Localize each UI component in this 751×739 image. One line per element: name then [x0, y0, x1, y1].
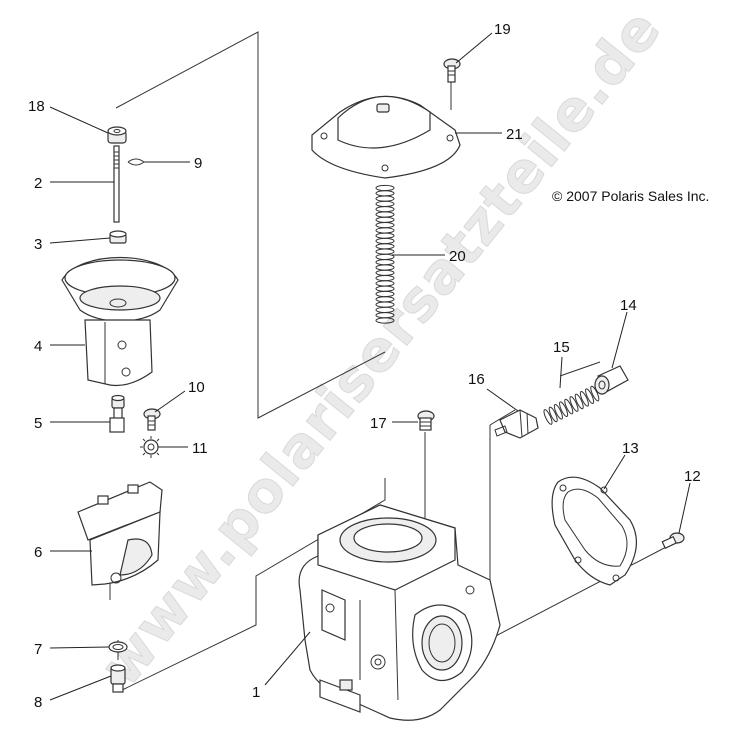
- spring-coil: [543, 409, 553, 425]
- part-6-slide-holder: [77, 481, 163, 586]
- callout-13: 13: [622, 440, 639, 457]
- spring-coil: [375, 222, 395, 229]
- part-14-plug: [594, 365, 629, 395]
- callout-12: 12: [684, 468, 701, 485]
- spring-coil: [375, 253, 395, 260]
- part-1-carburetor-body: [298, 504, 501, 721]
- callout-16: 16: [468, 371, 485, 388]
- assembly-guide-lines: [109, 31, 671, 693]
- spring-coil: [375, 211, 395, 218]
- spring-coil: [569, 396, 579, 412]
- callout-labels: 1 2 3 4 5 6 7 8 9 10 11 12 13 14 15 16 1…: [28, 21, 701, 711]
- callout-18: 18: [28, 98, 45, 115]
- spring-coil: [548, 406, 558, 423]
- spring-coil: [375, 216, 395, 223]
- callout-20: 20: [449, 248, 466, 265]
- spring-coil: [375, 232, 395, 239]
- callout-11: 11: [192, 440, 208, 457]
- part-8-main-jet: [110, 664, 126, 693]
- spring-coil: [564, 398, 574, 415]
- part-10-screw: [143, 408, 161, 431]
- callout-17: 17: [370, 415, 387, 432]
- spring-coil: [585, 388, 595, 405]
- spring-coil: [375, 206, 395, 213]
- callout-2: 2: [34, 175, 42, 192]
- part-20-spring: [375, 184, 395, 324]
- spring-coil: [375, 227, 395, 234]
- part-4-diaphragm-piston: [61, 257, 179, 387]
- callout-7: 7: [34, 641, 42, 658]
- part-13-cover: [551, 476, 637, 586]
- part-2-jet-needle: [113, 145, 120, 223]
- part-16-valve: [494, 409, 539, 439]
- callout-1: 1: [252, 684, 260, 701]
- spring-coil: [375, 243, 395, 250]
- callout-10: 10: [188, 379, 205, 396]
- spring-coil: [375, 317, 395, 324]
- callout-4: 4: [34, 338, 42, 355]
- part-18-nut: [107, 126, 127, 144]
- part-11-lock-washer: [140, 436, 162, 458]
- part-21-top-cover: [311, 95, 461, 179]
- callout-19: 19: [494, 21, 511, 38]
- part-9-clip: [127, 158, 145, 166]
- spring-coil: [579, 390, 589, 407]
- spring-coil: [375, 200, 395, 207]
- part-5-needle-jet: [109, 394, 125, 433]
- part-19-screw: [443, 58, 461, 83]
- callout-5: 5: [34, 415, 42, 432]
- part-15-spring: [543, 385, 600, 425]
- callout-21: 21: [506, 126, 523, 143]
- callout-3: 3: [34, 236, 42, 253]
- spring-coil: [375, 237, 395, 245]
- spring-coil: [590, 385, 600, 402]
- spring-coil: [553, 403, 563, 420]
- callout-6: 6: [34, 544, 42, 561]
- spring-coil: [559, 401, 569, 418]
- callout-leader-lines: [49, 32, 691, 701]
- part-3-spacer: [109, 230, 127, 244]
- spring-coil: [375, 259, 395, 266]
- callout-9: 9: [194, 155, 202, 172]
- part-7-o-ring: [108, 641, 128, 653]
- spring-coil: [375, 184, 395, 192]
- callout-14: 14: [620, 297, 637, 314]
- spring-coil: [375, 275, 395, 282]
- spring-coil: [375, 190, 395, 197]
- spring-coil: [574, 393, 584, 410]
- callout-15: 15: [553, 339, 570, 356]
- spring-coil: [375, 248, 395, 255]
- spring-coil: [375, 195, 395, 202]
- part-17-pilot-screw: [417, 410, 435, 431]
- spring-coil: [375, 264, 395, 271]
- part-12-screw: [661, 532, 685, 549]
- callout-8: 8: [34, 694, 42, 711]
- spring-coil: [375, 269, 395, 276]
- copyright-notice: © 2007 Polaris Sales Inc.: [552, 188, 709, 204]
